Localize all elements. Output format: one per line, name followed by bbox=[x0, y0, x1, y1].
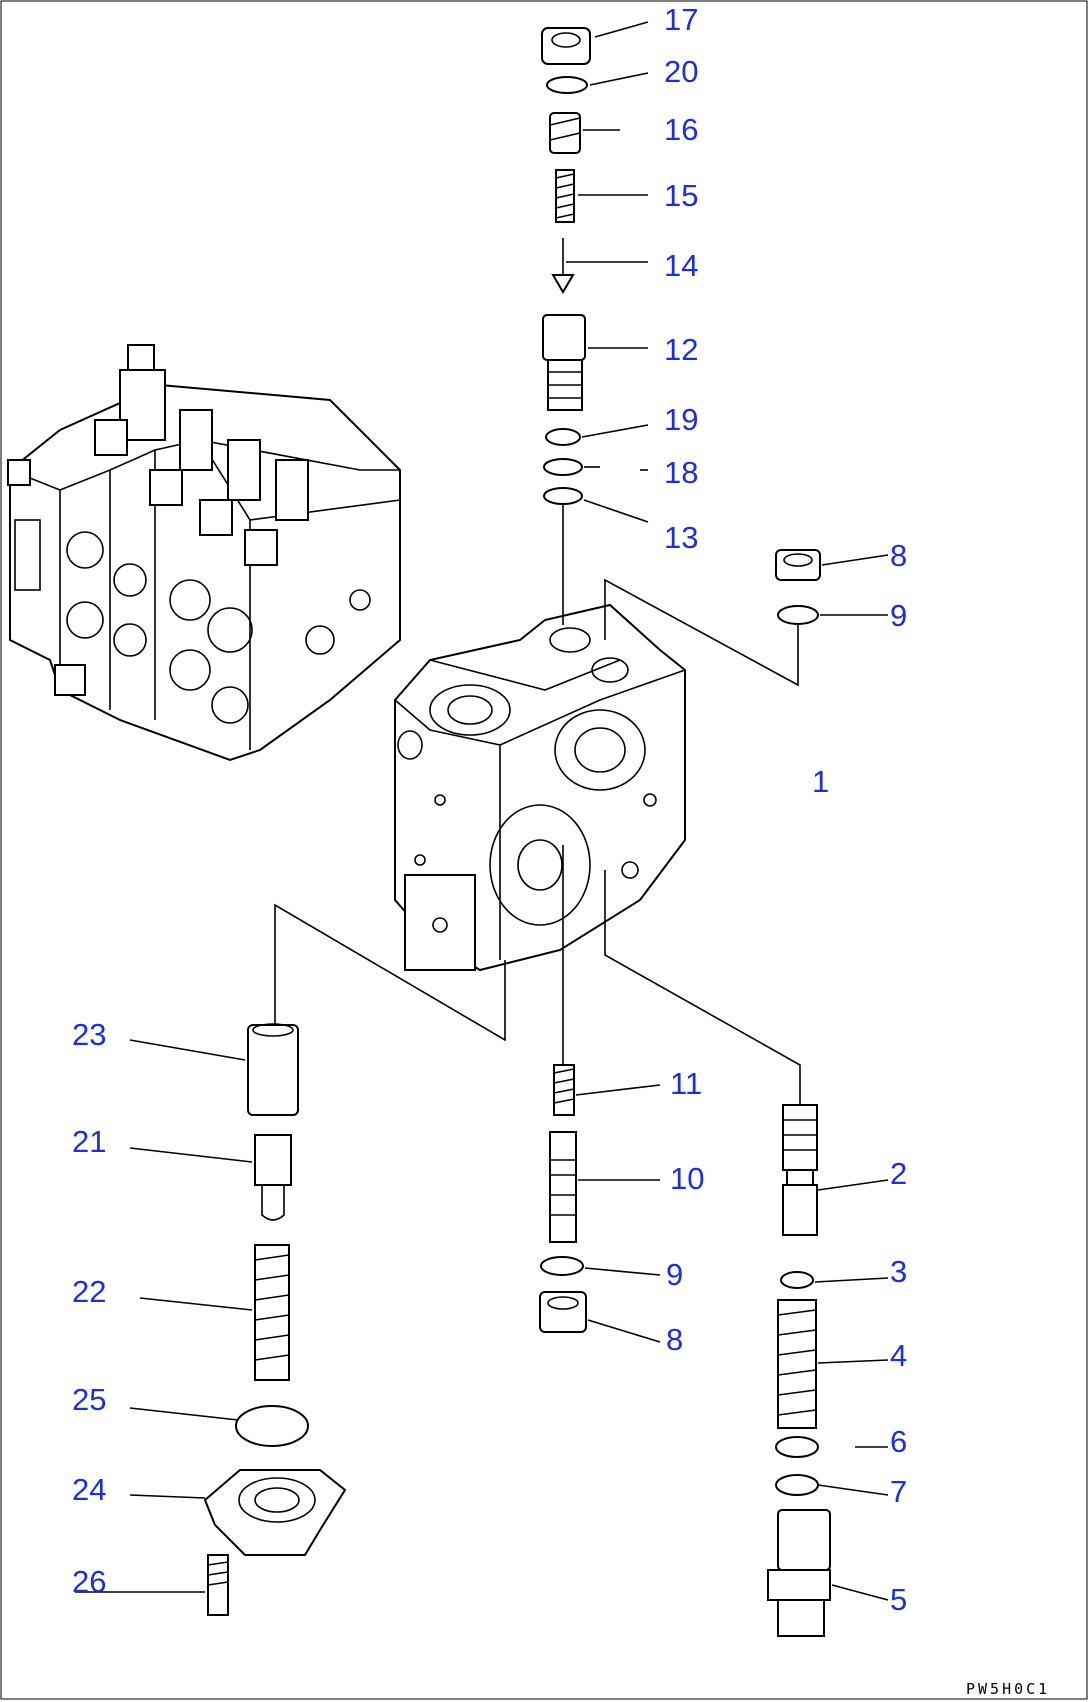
callout-20: 20 bbox=[664, 54, 698, 89]
callout-7: 7 bbox=[890, 1474, 907, 1509]
part-4-spring bbox=[777, 1299, 817, 1429]
part-21-plunger bbox=[254, 1134, 292, 1221]
part-23-sleeve bbox=[247, 1023, 299, 1116]
part-20-o-ring bbox=[546, 76, 588, 94]
part-2-spool bbox=[782, 1104, 818, 1236]
assembly-line-right-lower bbox=[604, 870, 801, 1105]
part-8-plug-upper bbox=[775, 549, 821, 581]
part-12-seat bbox=[542, 314, 586, 411]
callout-24: 24 bbox=[72, 1472, 106, 1507]
callout-21: 21 bbox=[72, 1124, 106, 1159]
part-17-nut bbox=[541, 27, 591, 65]
callout-11: 11 bbox=[670, 1066, 702, 1101]
drawing-code: PW5H0C1 bbox=[966, 1680, 1050, 1698]
callout-12: 12 bbox=[664, 332, 698, 367]
part-18-ring bbox=[543, 458, 583, 476]
callout-8-lower: 8 bbox=[666, 1322, 683, 1357]
part-3-washer bbox=[780, 1271, 814, 1289]
part-25-o-ring bbox=[235, 1405, 309, 1447]
callout-2: 2 bbox=[890, 1156, 907, 1191]
part-19-ring bbox=[545, 428, 581, 446]
part-15-spring bbox=[555, 169, 575, 223]
part-14-poppet bbox=[551, 238, 575, 294]
part-9-o-ring-lower bbox=[540, 1256, 584, 1276]
callout-17: 17 bbox=[664, 2, 698, 37]
callout-15: 15 bbox=[664, 178, 698, 213]
part-10-spool bbox=[549, 1131, 577, 1243]
assembly-line-left bbox=[274, 903, 506, 1042]
callout-14: 14 bbox=[664, 248, 698, 283]
part-5-plug bbox=[767, 1509, 831, 1637]
part-8-plug-lower bbox=[539, 1291, 587, 1333]
assembly-line-right-upper bbox=[604, 578, 799, 687]
part-22-spring bbox=[254, 1244, 290, 1381]
callout-23: 23 bbox=[72, 1017, 106, 1052]
part-7-ring bbox=[775, 1474, 819, 1496]
callout-8-upper: 8 bbox=[890, 538, 907, 573]
part-6-o-ring bbox=[775, 1436, 819, 1458]
valve-assembly-illustration bbox=[7, 344, 401, 762]
callout-3: 3 bbox=[890, 1254, 907, 1289]
callout-1: 1 bbox=[812, 764, 829, 799]
callout-6: 6 bbox=[890, 1424, 907, 1459]
part-13-o-ring bbox=[543, 487, 583, 505]
callout-9-lower: 9 bbox=[666, 1257, 683, 1292]
callout-9-upper: 9 bbox=[890, 598, 907, 633]
valve-body-illustration bbox=[394, 603, 686, 972]
callout-5: 5 bbox=[890, 1582, 907, 1617]
leader-lines bbox=[75, 21, 889, 1601]
callout-25: 25 bbox=[72, 1382, 106, 1417]
part-26-bolt bbox=[207, 1554, 229, 1616]
callout-13: 13 bbox=[664, 520, 698, 555]
part-9-o-ring-upper bbox=[777, 605, 819, 625]
callout-22: 22 bbox=[72, 1274, 106, 1309]
callout-labels: 17 20 16 15 14 12 19 18 13 8 9 1 23 21 2… bbox=[72, 2, 907, 1617]
part-24-flange bbox=[203, 1469, 347, 1556]
callout-19: 19 bbox=[664, 402, 698, 437]
callout-16: 16 bbox=[664, 112, 698, 147]
callout-18: 18 bbox=[664, 455, 698, 490]
part-11-spring bbox=[553, 1064, 575, 1116]
callout-26: 26 bbox=[72, 1564, 106, 1599]
part-16-cap bbox=[549, 112, 581, 154]
callout-10: 10 bbox=[670, 1161, 704, 1196]
callout-4: 4 bbox=[890, 1338, 907, 1373]
